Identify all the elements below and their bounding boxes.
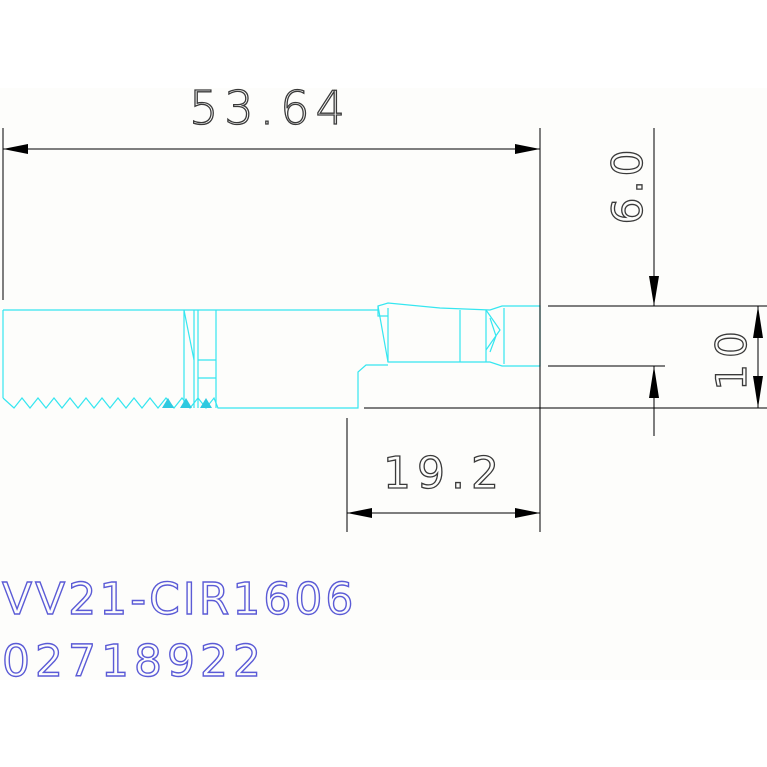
- arrowheads: [3, 144, 763, 518]
- groove-line-5: [183, 309, 195, 361]
- dim-text-overall-length: 53.64: [189, 81, 351, 135]
- arrow-height-up: [753, 306, 763, 338]
- part-name-label: VV21-CIR1606: [2, 574, 356, 625]
- arrow-offset-down: [649, 276, 659, 306]
- drawing-background: [0, 88, 767, 680]
- insert-cut-line: [377, 306, 388, 317]
- arrow-insert-left: [347, 508, 372, 518]
- arrow-overall-left: [3, 144, 28, 154]
- arrow-insert-right: [515, 508, 540, 518]
- arrow-offset-up: [649, 366, 659, 398]
- dim-text-top-offset: 6.0: [603, 146, 652, 225]
- insert-tip-chevron: [485, 309, 501, 353]
- dim-text-height: 10: [707, 325, 756, 390]
- part-number-label: 02718922: [2, 636, 266, 687]
- dimension-lines: [2, 128, 767, 532]
- filled-teeth: [162, 398, 212, 408]
- serration-edge: [2, 364, 388, 409]
- arrow-overall-right: [515, 144, 540, 154]
- tooth-fill-1: [162, 398, 174, 408]
- arrow-height-down: [753, 376, 763, 408]
- tooth-fill-3: [200, 398, 212, 408]
- tooth-fill-2: [180, 398, 192, 408]
- dim-text-insert-length: 19.2: [383, 448, 505, 499]
